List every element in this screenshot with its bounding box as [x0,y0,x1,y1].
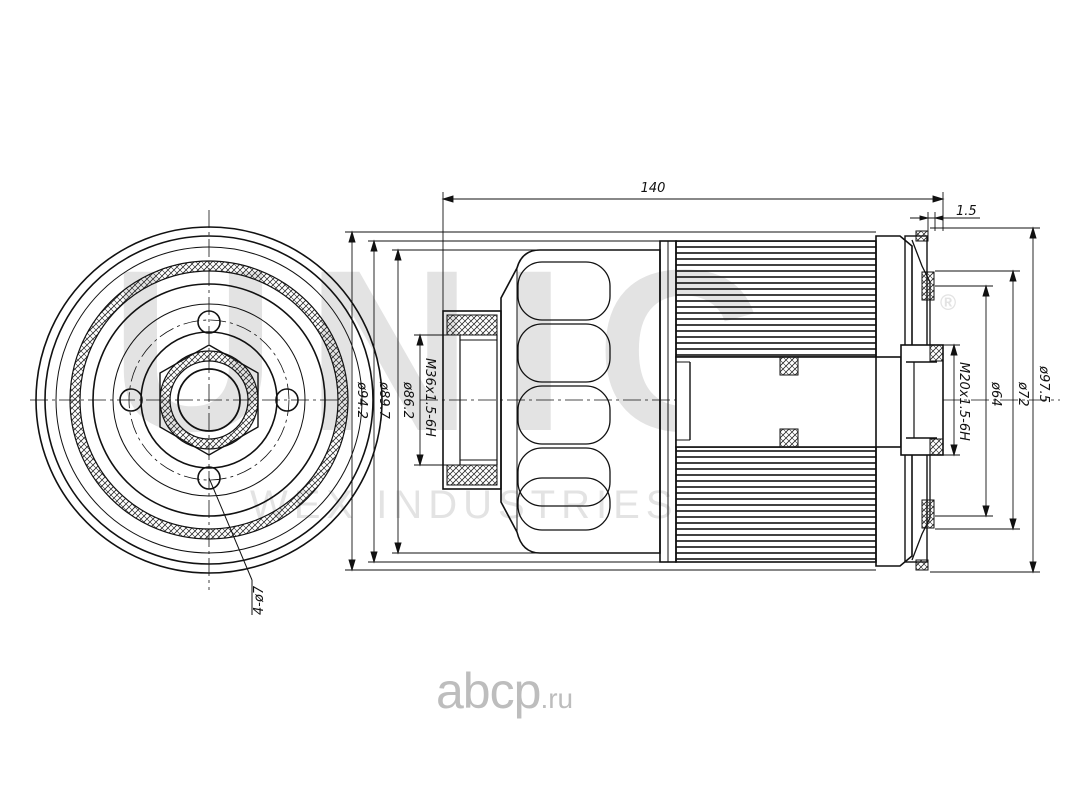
grip-lobe [517,261,611,321]
dim-outer-diameter: ø97.5 [1036,365,1051,403]
filter-media-bottom [675,446,877,563]
hex-nut [159,344,259,456]
hole-left [119,388,143,412]
dimension-lines [345,192,1040,574]
site-logo-name: abcp [436,663,541,719]
dim-diameter-72: ø72 [1015,381,1030,407]
dim-thread-large: M36x1.5-6H [422,358,437,437]
dim-diameter-89: ø89.7 [376,381,391,420]
dim-holes: 4-ø7 [252,585,267,615]
end-view [30,210,383,615]
filter-media-top [675,240,877,358]
site-logo[interactable]: abcp.ru [436,662,573,720]
bolt-circle [128,319,290,481]
dim-flange-gap: 1.5 [956,204,977,219]
outlet-thread [900,344,944,456]
dim-length: 140 [641,181,666,196]
dim-diameter-94: ø94.2 [354,381,369,419]
hole-right [275,388,299,412]
side-view [420,230,1060,571]
dim-thread-small: M20x1.5-6H [956,362,971,441]
end-cap [875,235,913,567]
dim-diameter-64: ø64 [988,381,1003,407]
inner-seal [160,351,258,449]
watermark-registered: ® [940,290,956,315]
dim-diameter-86: ø86.2 [400,381,415,419]
site-logo-tld: .ru [540,683,574,714]
hole-bottom [197,466,221,490]
gasket-ring [70,261,348,539]
hole-top [197,310,221,334]
outer-rim [35,226,383,574]
